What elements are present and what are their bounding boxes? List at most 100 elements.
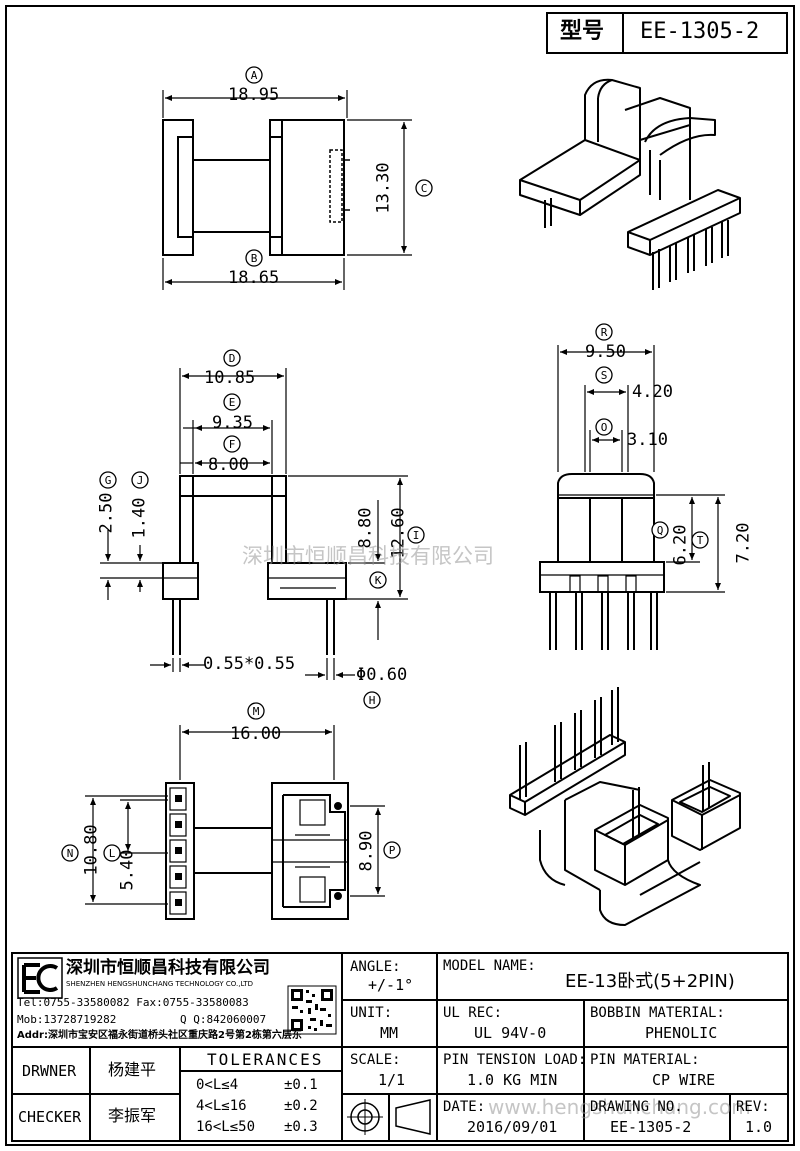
model-name-value: EE-13卧式(5+2PIN)	[565, 971, 735, 992]
pin-tension-label: PIN TENSION LOAD:	[443, 1052, 587, 1068]
bobbin-material-value: PHENOLIC	[645, 1024, 718, 1042]
dim-letter-c: C	[415, 179, 433, 197]
svg-text:P: P	[389, 844, 396, 857]
watermark-site: www.hengshunchang.com	[488, 1095, 751, 1119]
svg-text:F: F	[229, 438, 236, 451]
svg-text:I: I	[413, 529, 420, 542]
dim-letter-g: G	[99, 471, 117, 489]
svg-text:Q: Q	[657, 524, 664, 537]
dim-value-h: Φ0.60	[356, 665, 408, 685]
dim-value-d: 10.85	[204, 368, 256, 388]
sheet-border	[5, 5, 795, 1146]
tolerances-label: TOLERANCES	[207, 1050, 324, 1069]
svg-text:J: J	[137, 474, 144, 487]
dim-value-j: 1.40	[129, 497, 150, 539]
end-view	[539, 473, 665, 650]
svg-text:O: O	[601, 421, 608, 434]
dim-letter-j: J	[131, 471, 149, 489]
model-number: EE-1305-2	[640, 19, 760, 44]
svg-text:B: B	[251, 252, 258, 265]
dim-letter-d: D	[223, 349, 241, 367]
tolerance-value-3: ±0.3	[284, 1119, 318, 1135]
tolerance-value-2: ±0.2	[284, 1098, 318, 1114]
watermark-company: 深圳市恒顺昌科技有限公司	[242, 544, 494, 568]
iso-view-bottom	[509, 687, 741, 926]
dim-letter-e: E	[223, 393, 241, 411]
dim-letter-o: O	[595, 418, 613, 436]
svg-text:N: N	[67, 847, 74, 860]
dim-letter-m: M	[247, 702, 265, 720]
company-address: Addr:深圳市宝安区福永街道桥头社区重庆路2号第2栋第六层东	[17, 1030, 302, 1041]
checker-label: CHECKER	[18, 1108, 82, 1126]
company-tel: Tel:0755-33580082 Fax:0755-33580083	[17, 996, 249, 1009]
dim-letter-a: A	[245, 66, 263, 84]
dim-letter-s: S	[595, 366, 613, 384]
angle-value: +/-1°	[368, 976, 414, 994]
svg-text:H: H	[369, 694, 376, 707]
rev-label: REV:	[736, 1099, 770, 1115]
date-label: DATE:	[443, 1099, 486, 1115]
dim-value-l: 5.40	[117, 849, 138, 891]
model-label: 型号	[560, 19, 605, 44]
dim-letter-p: P	[383, 841, 401, 859]
end-view-dims	[557, 345, 725, 593]
company-logo	[17, 957, 63, 999]
dim-value-t: 7.20	[733, 522, 754, 564]
ul-rec-label: UL REC:	[443, 1005, 503, 1021]
dim-value-n: 10.80	[81, 824, 102, 876]
company-name-cn: 深圳市恒顺昌科技有限公司	[66, 958, 270, 978]
svg-text:M: M	[253, 705, 260, 718]
dim-letter-r: R	[595, 323, 613, 341]
dimension-letter-circles: A B C D E F G J I K H R S O Q T M N L P	[61, 66, 709, 862]
tolerance-range-2: 4<L≤16	[196, 1098, 247, 1114]
scale-label: SCALE:	[350, 1052, 401, 1068]
dim-value-g: 2.50	[96, 492, 117, 534]
pin-material-value: CP WIRE	[652, 1071, 716, 1089]
angle-label: ANGLE:	[350, 959, 401, 975]
side-view	[162, 119, 350, 256]
svg-text:G: G	[105, 474, 112, 487]
dim-letter-t: T	[691, 531, 709, 549]
company-mob: Mob:13728719282	[17, 1013, 117, 1026]
drawer-label: DRWNER	[22, 1062, 77, 1080]
dim-value-p: 8.90	[356, 830, 377, 872]
tolerance-range-1: 0<L≤4	[196, 1077, 239, 1093]
dim-value-b: 18.65	[228, 268, 280, 288]
dim-value-o: 3.10	[627, 430, 668, 450]
tolerance-range-3: 16<L≤50	[196, 1119, 256, 1135]
pin-material-label: PIN MATERIAL:	[590, 1052, 700, 1068]
unit-label: UNIT:	[350, 1005, 393, 1021]
dim-value-m: 16.00	[230, 724, 282, 744]
dim-letter-b: B	[245, 249, 263, 267]
pin-tension-value: 1.0 KG MIN	[467, 1071, 558, 1089]
scale-value: 1/1	[378, 1071, 406, 1089]
company-name-en: SHENZHEN HENGSHUNCHANG TECHNOLOGY CO.,LT…	[66, 980, 254, 988]
company-qq: Q Q:842060007	[180, 1013, 267, 1026]
side-view-dims	[162, 90, 412, 290]
projection-symbol-icon	[347, 1099, 431, 1135]
ul-rec-value: UL 94V-0	[474, 1024, 547, 1042]
model-number-box	[546, 12, 788, 54]
svg-text:T: T	[697, 534, 704, 547]
svg-text:E: E	[229, 396, 236, 409]
svg-text:A: A	[251, 69, 258, 82]
drawer-name: 杨建平	[108, 1060, 157, 1079]
iso-view-top	[519, 78, 741, 290]
svg-text:L: L	[109, 847, 116, 860]
svg-text:S: S	[601, 369, 608, 382]
dim-value-a: 18.95	[228, 85, 280, 105]
dim-value-r: 9.50	[585, 342, 626, 362]
drawing-no-value: EE-1305-2	[610, 1118, 692, 1136]
dim-value-e: 9.35	[212, 413, 253, 433]
date-value: 2016/09/01	[467, 1118, 558, 1136]
svg-text:D: D	[229, 352, 236, 365]
dim-value-pin-square: 0.55*0.55	[203, 654, 296, 674]
svg-text:K: K	[375, 574, 382, 587]
qr-code	[287, 985, 337, 1035]
dim-letter-h: H	[363, 691, 381, 709]
svg-text:C: C	[421, 182, 428, 195]
dim-letter-l: L	[103, 844, 121, 862]
checker-name: 李振军	[108, 1106, 157, 1125]
title-block	[11, 952, 789, 1142]
